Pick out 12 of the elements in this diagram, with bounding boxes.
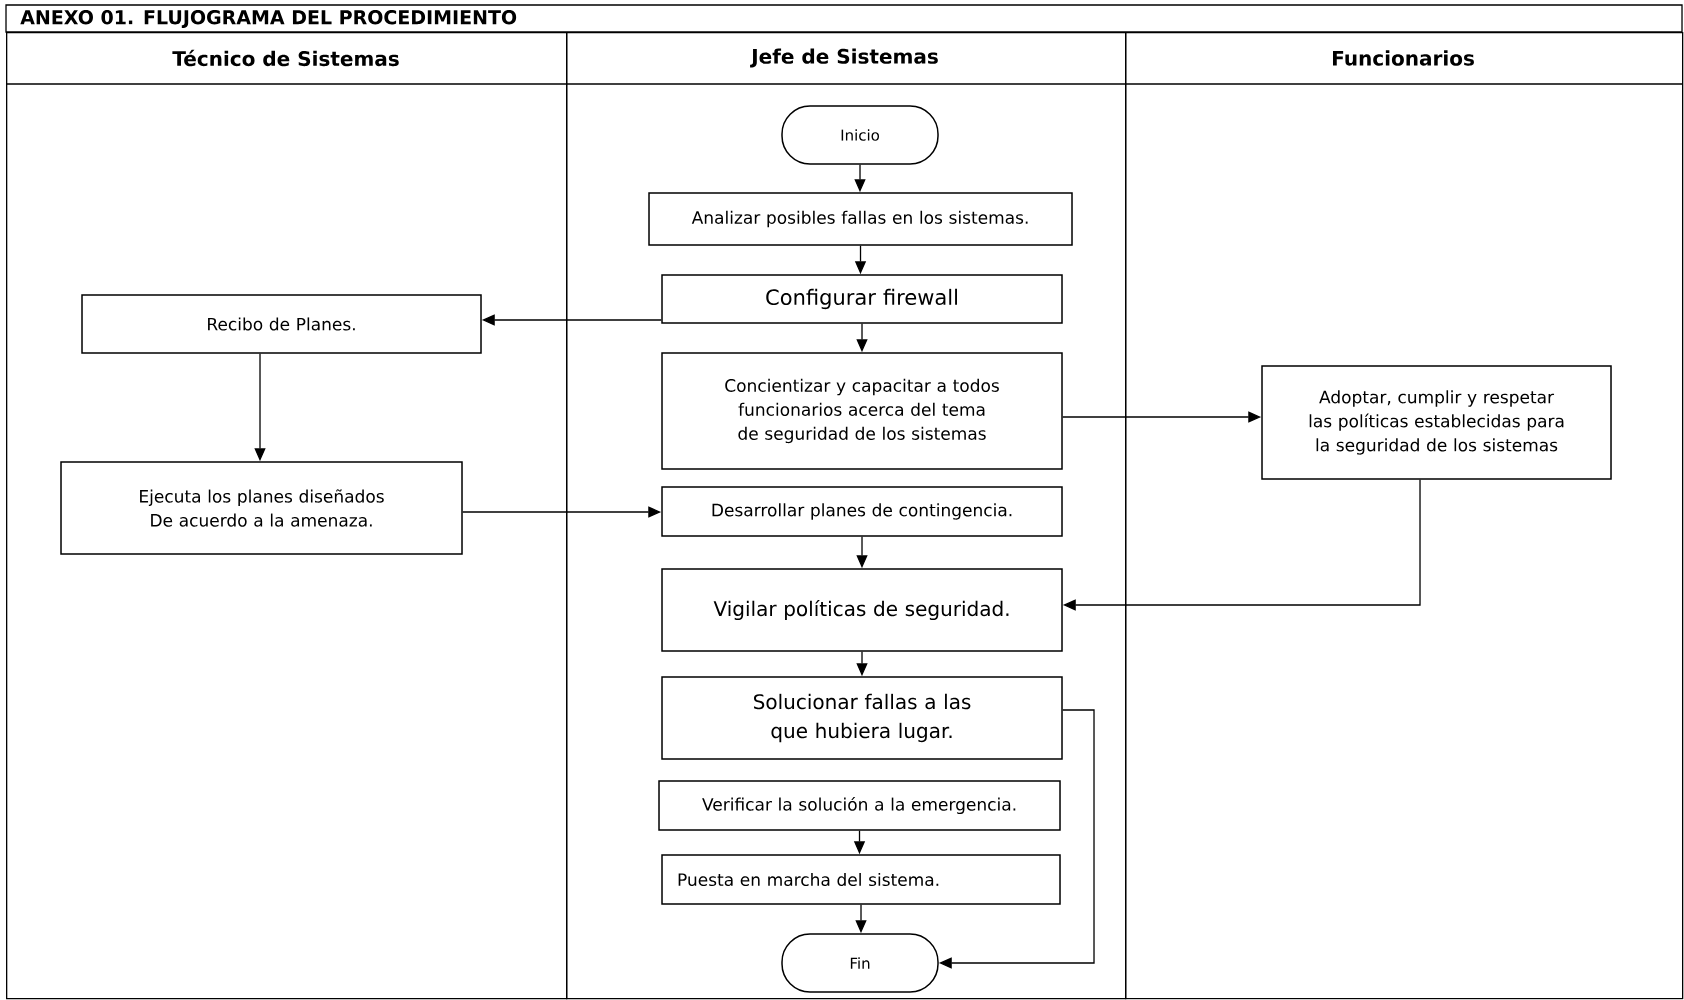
process-box: Solucionar fallas a las que hubiera lugar. [661,676,1063,760]
process-box: Configurar firewall [661,274,1063,324]
title-bar: ANEXO 01. FLUJOGRAMA DEL PROCEDIMIENTO [5,4,1683,33]
process-box: Adoptar, cumplir y respetar las políticas establecidas para la seguridad de los sistemas [1261,365,1612,480]
process-box: Analizar posibles fallas en los sistemas. [648,192,1073,246]
process-box: Ejecuta los planes diseñados De acuerdo a la amenaza. [60,461,463,555]
process-box: Recibo de Planes. [81,294,482,354]
process-box: Puesta en marcha del sistema. [661,854,1061,905]
process-box: Concientizar y capacitar a todos funcionarios acerca del tema de seguridad de los sistemas [661,352,1063,470]
process-box: Verificar la solución a la emergencia. [658,780,1061,831]
process-box: Vigilar políticas de seguridad. [661,568,1063,652]
process-box: Desarrollar planes de contingencia. [661,486,1063,537]
